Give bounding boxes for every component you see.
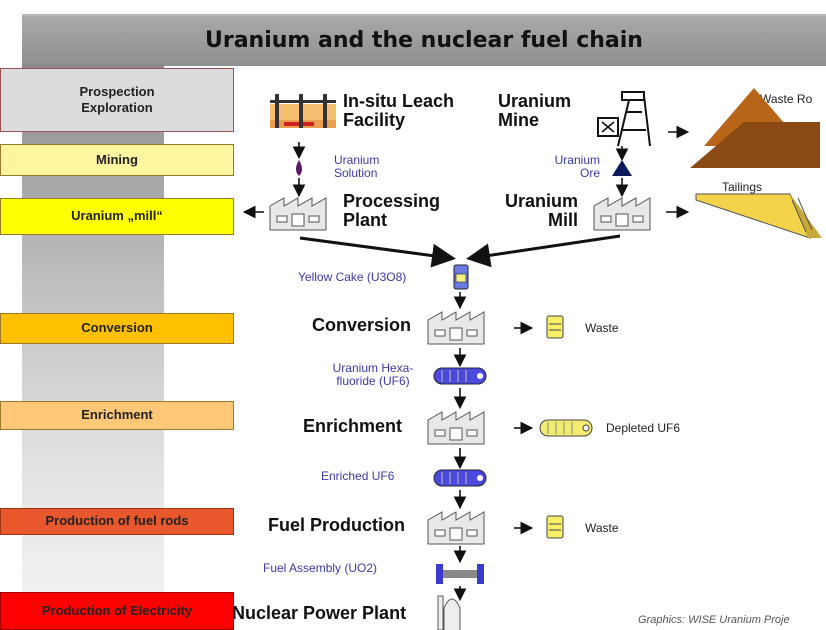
insitu-leach-icon xyxy=(270,94,336,128)
uranium-ore-pile-icon xyxy=(612,160,632,176)
fuel-assembly-icon xyxy=(436,564,484,584)
processing-plant-icon xyxy=(269,197,327,231)
stage-conversion: Conversion xyxy=(0,313,234,344)
enriched-uf6-label: Enriched UF6 xyxy=(321,469,395,483)
stage-electricity: Production of Electricity xyxy=(0,592,234,630)
uranium-mine-icon xyxy=(597,91,651,147)
uranium-mill-icon xyxy=(593,197,651,231)
fuel-waste-drum-icon xyxy=(546,515,564,539)
graphics-credit: Graphics: WISE Uranium Proje xyxy=(638,614,790,626)
stage-prospection: Prospection Exploration xyxy=(0,68,234,132)
insitu-leach-label: In-situ Leach Facility xyxy=(343,91,455,130)
enrichment-plant-icon xyxy=(427,411,485,445)
uranium-ore-label: Uranium Ore xyxy=(554,153,600,180)
nuclear-power-plant-label: Nuclear Power Plant xyxy=(232,603,407,623)
uranium-solution-label: Uranium Solution xyxy=(334,153,380,180)
yellow-cake-label: Yellow Cake (U3O8) xyxy=(298,270,407,284)
conversion-waste-drum-icon xyxy=(546,315,564,339)
title-bar: Uranium and the nuclear fuel chain xyxy=(22,14,826,66)
uranium-mill-label: Uranium Mill xyxy=(504,191,578,230)
stage-fuel-rods: Production of fuel rods xyxy=(0,508,234,535)
arrow-mill-to-yellow-cake xyxy=(466,234,621,268)
uranium-solution-drop-icon xyxy=(296,160,302,176)
depleted-uf6-label: Depleted UF6 xyxy=(606,421,681,435)
conversion-waste-label: Waste xyxy=(585,321,619,335)
tailings-label: Tailings xyxy=(722,180,763,194)
fuel-production-plant-icon xyxy=(427,511,485,545)
diagram-title: Uranium and the nuclear fuel chain xyxy=(205,28,643,53)
waste-rock-label: Waste Ro xyxy=(760,92,813,106)
yellow-cake-drum-icon xyxy=(453,264,469,290)
uf6-label: Uranium Hexa- fluoride (UF6) xyxy=(332,361,414,388)
fuel-assembly-label: Fuel Assembly (UO2) xyxy=(263,561,378,575)
conversion-plant-icon xyxy=(427,311,485,345)
depleted-uf6-cylinder-icon xyxy=(539,419,593,437)
fuel-waste-label: Waste xyxy=(585,521,619,535)
enrichment-label: Enrichment xyxy=(303,416,403,436)
tailings-icon xyxy=(695,193,822,239)
processing-plant-label: Processing Plant xyxy=(343,191,441,230)
stage-uranium-mill: Uranium „mill“ xyxy=(0,198,234,235)
conversion-label: Conversion xyxy=(312,315,412,335)
nuclear-reactor-icon xyxy=(437,595,461,630)
uf6-cylinder-icon xyxy=(433,367,487,385)
enriched-uf6-cylinder-icon xyxy=(433,469,487,487)
stage-mining: Mining xyxy=(0,144,234,176)
fuel-production-label: Fuel Production xyxy=(268,515,405,535)
stage-enrichment: Enrichment xyxy=(0,401,234,430)
arrow-processing-to-yellow-cake xyxy=(299,236,456,268)
uranium-mine-label: Uranium Mine xyxy=(498,91,572,130)
waste-rock-icon xyxy=(690,88,820,168)
